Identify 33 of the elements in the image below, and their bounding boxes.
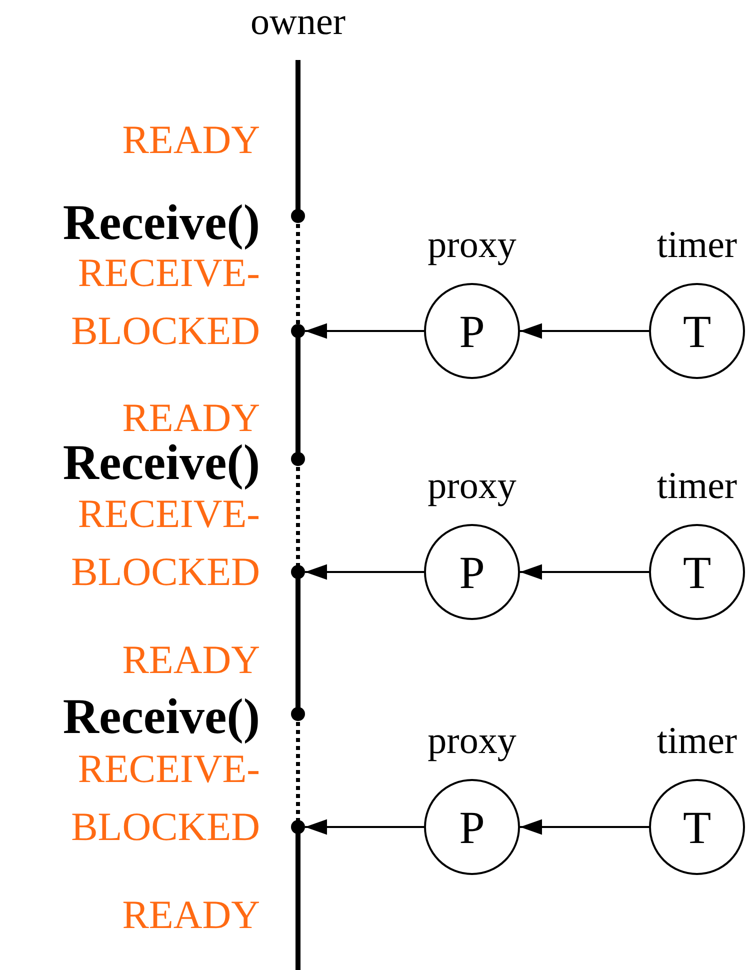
node-label: proxy xyxy=(426,223,518,267)
event-dot xyxy=(291,820,305,834)
state-label: READY xyxy=(121,116,260,164)
node-label: proxy xyxy=(426,719,518,763)
process-circle: P xyxy=(424,779,520,875)
node-label: timer xyxy=(656,464,738,508)
state-label: RECEIVE- BLOCKED xyxy=(70,250,260,355)
arrow xyxy=(520,564,649,580)
arrow xyxy=(305,564,424,580)
call-label: Receive() xyxy=(62,687,260,746)
arrow xyxy=(520,819,649,835)
arrow xyxy=(520,323,649,339)
node-label: timer xyxy=(656,223,738,267)
event-dot xyxy=(291,209,305,223)
arrow xyxy=(305,819,424,835)
node-label: timer xyxy=(656,719,738,763)
call-label: Receive() xyxy=(62,193,260,252)
state-label: READY xyxy=(121,891,260,939)
event-dot xyxy=(291,565,305,579)
arrow xyxy=(305,323,424,339)
process-circle: T xyxy=(649,779,745,875)
state-label: READY xyxy=(121,636,260,684)
event-dot xyxy=(291,707,305,721)
event-dot xyxy=(291,452,305,466)
event-dot xyxy=(291,324,305,338)
state-label: RECEIVE- BLOCKED xyxy=(70,490,260,596)
lifeline-title: owner xyxy=(250,0,346,44)
process-circle: P xyxy=(424,524,520,620)
state-label: RECEIVE- BLOCKED xyxy=(70,745,260,851)
process-circle: T xyxy=(649,524,745,620)
node-label: proxy xyxy=(426,464,518,508)
process-circle: T xyxy=(649,283,745,379)
process-circle: P xyxy=(424,283,520,379)
